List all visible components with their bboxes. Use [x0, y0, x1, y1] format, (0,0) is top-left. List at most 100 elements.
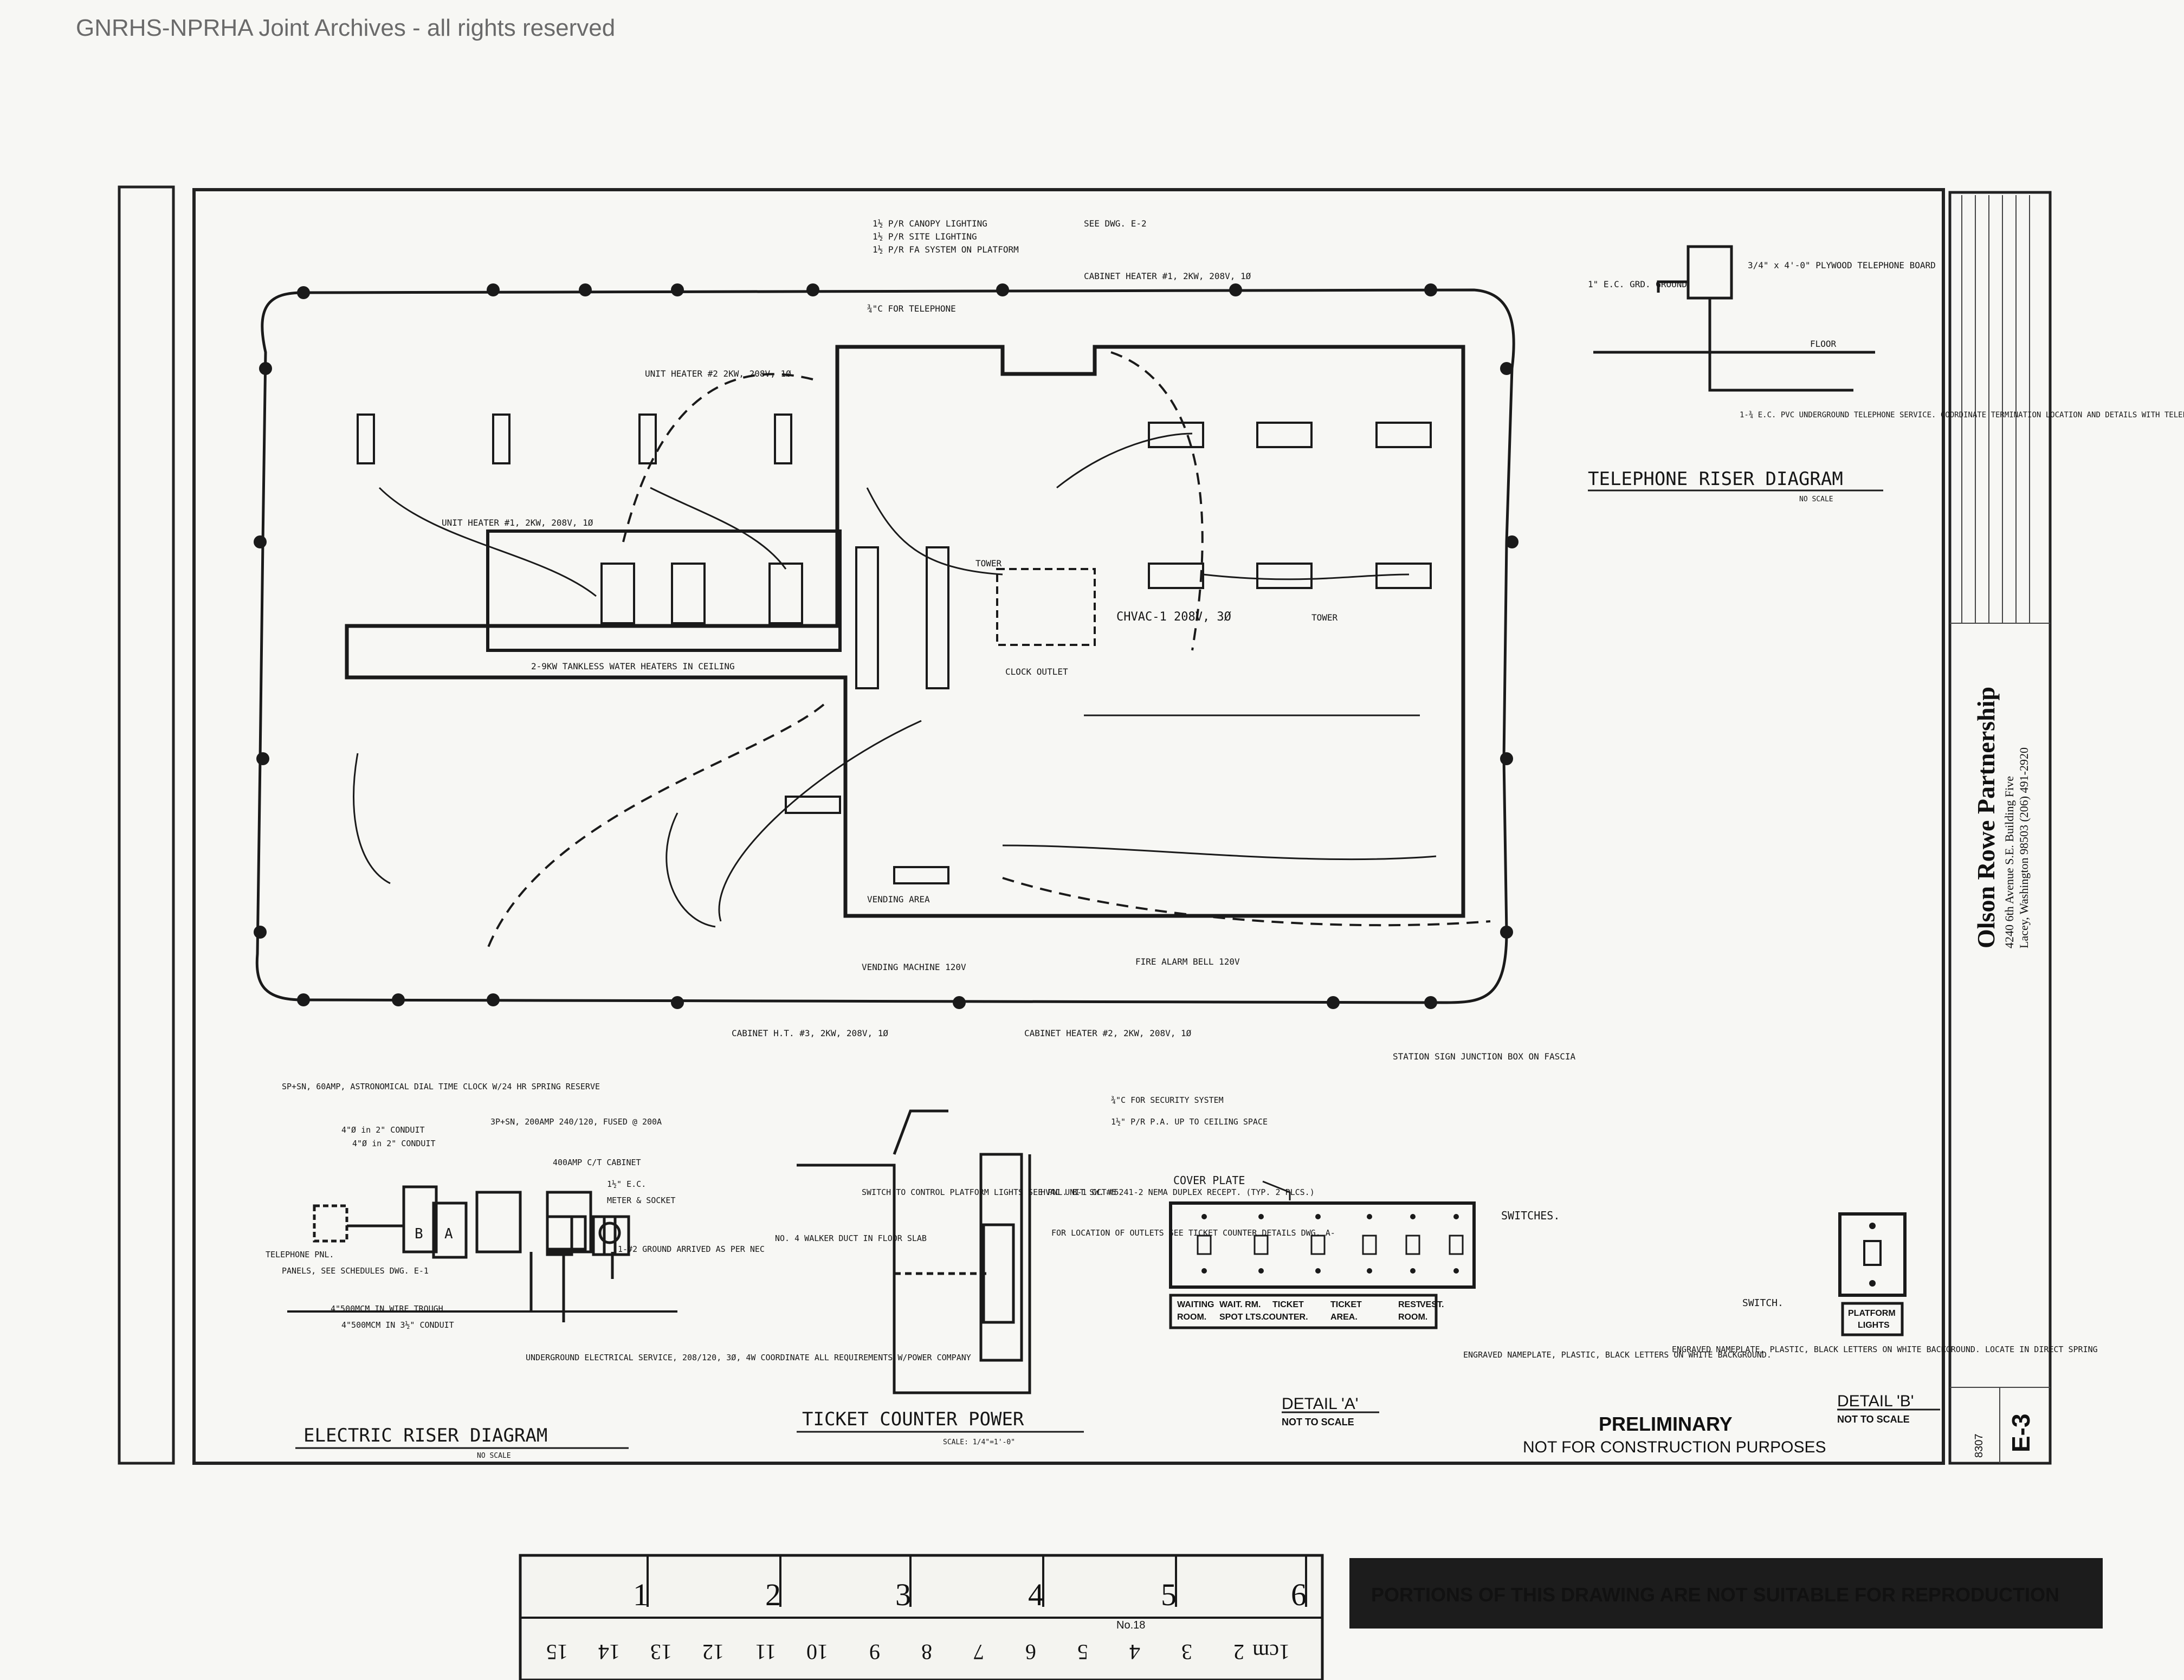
tcp-duct: NO. 4 WALKER DUCT IN FLOOR SLAB — [775, 1233, 927, 1243]
svg-text:1: 1 — [633, 1577, 649, 1612]
nameplate-label-4a: TICKET — [1330, 1300, 1362, 1309]
nameplate-label-1a: WAITING — [1177, 1300, 1214, 1309]
tel-floor-label: FLOOR — [1810, 339, 1837, 349]
tcp-switch: SWITCH TO CONTROL PLATFORM LIGHTS SEE PN… — [862, 1187, 1116, 1197]
nameplate-label-2a: WAIT. RM. — [1219, 1300, 1261, 1309]
measuring-ruler: 1 2 3 4 5 6 No.18 1cm 2 3 4 5 6 7 8 9 10… — [519, 1554, 1324, 1680]
single-switch-plate — [1838, 1212, 1907, 1297]
note-clock-outlet: CLOCK OUTLET — [1005, 667, 1068, 677]
detail-a-nameplate-note: ENGRAVED NAMEPLATE, PLASTIC, BLACK LETTE… — [1463, 1350, 1772, 1360]
left-margin-strip — [118, 185, 175, 1465]
tel-ground-note: 1" E.C. GRD. GROUND — [1588, 279, 1687, 289]
note-water-heaters: 2-9KW TANKLESS WATER HEATERS IN CEILING — [531, 661, 735, 671]
svg-text:9: 9 — [869, 1640, 880, 1664]
note-dwg-ref: SEE DWG. E-2 — [1084, 218, 1147, 229]
inch-ticks — [647, 1555, 1307, 1607]
detail-b-switch-label: SWITCH. — [1742, 1297, 1784, 1309]
svg-text:15: 15 — [546, 1640, 568, 1664]
nameplate-label-2b: SPOT LTS. — [1219, 1313, 1263, 1322]
er-panel-b: B — [415, 1226, 423, 1242]
building-walls — [345, 345, 1465, 918]
svg-text:2: 2 — [765, 1577, 781, 1612]
title-block-frame — [1948, 191, 2052, 1465]
tcp-hvac-unit: HVAC UNIT SW. #5241-2 NEMA DUPLEX RECEPT… — [1041, 1187, 1315, 1197]
nameplate-label-3b: COUNTER. — [1263, 1313, 1308, 1322]
preliminary-stamp: PRELIMINARY NOT FOR CONSTRUCTION PURPOSE… — [1523, 1413, 1826, 1456]
er-panels-note: PANELS, SEE SCHEDULES DWG. E-1 — [282, 1266, 429, 1276]
firm-address-1: 4240 6th Avenue S.E. Building Five — [2002, 776, 2016, 948]
detail-a-switch-plate: COVER PLATE SWITCHES. WAITING ROOM. WAIT… — [1169, 1174, 1772, 1427]
tel-service-note: 1-¾ E.C. PVC UNDERGROUND TELEPHONE SERVI… — [1740, 411, 2184, 419]
tcp-outlet-note: FOR LOCATION OF OUTLETS SEE TICKET COUNT… — [1051, 1228, 1335, 1238]
note-fa-system: 1½ P/R FA SYSTEM ON PLATFORM — [873, 244, 1019, 255]
er-conduit-2: 4"Ø in 2" CONDUIT — [352, 1139, 436, 1148]
svg-text:11: 11 — [755, 1640, 776, 1664]
firm-address-2: Lacey, Washington 98503 (206) 491-2920 — [2017, 747, 2031, 948]
sheet-number: E-3 — [2007, 1413, 2035, 1452]
ticket-counter-power: ¾"C FOR SECURITY SYSTEM 1½" P/R P.A. UP … — [775, 1095, 1335, 1446]
tcp-scale: SCALE: 1/4"=1'-0" — [943, 1438, 1015, 1446]
note-hvac: CHVAC-1 208V, 3Ø — [1116, 610, 1231, 624]
job-number: 8307 — [1973, 1434, 1985, 1458]
electric-riser-diagram: SP+SN, 60AMP, ASTRONOMICAL DIAL TIME CLO… — [266, 1082, 971, 1460]
telephone-panel-box — [313, 1204, 348, 1243]
tcp-pa: 1½" P/R P.A. UP TO CEILING SPACE — [1111, 1117, 1268, 1127]
nameplate-label-4b: AREA. — [1330, 1313, 1358, 1322]
er-title: ELECTRIC RISER DIAGRAM — [303, 1425, 547, 1446]
detail-a-title: DETAIL 'A' — [1282, 1395, 1359, 1413]
svg-text:6: 6 — [1025, 1640, 1036, 1664]
firm-name: Olson Rowe Partnership — [1972, 687, 2000, 948]
note-cabinet-heater-1: CABINET HEATER #1, 2KW, 208V, 1Ø — [1084, 271, 1251, 281]
note-telephone-conduit: ¾"C FOR TELEPHONE — [867, 303, 956, 314]
stamp-notice: NOT FOR CONSTRUCTION PURPOSES — [1523, 1438, 1826, 1456]
note-canopy-lighting: 1½ P/R CANOPY LIGHTING — [873, 218, 987, 229]
svg-text:5: 5 — [1161, 1577, 1177, 1612]
drawing-border — [192, 188, 1945, 1465]
toggle-switches — [1197, 1235, 1464, 1255]
detail-a-cover-plate: COVER PLATE — [1173, 1174, 1245, 1187]
restroom-core — [486, 529, 842, 652]
svg-text:1cm: 1cm — [1252, 1640, 1290, 1664]
er-time-clock: SP+SN, 60AMP, ASTRONOMICAL DIAL TIME CLO… — [282, 1082, 600, 1091]
note-cabinet-heater-3: CABINET H.T. #3, 2KW, 208V, 1Ø — [732, 1028, 888, 1038]
er-scale: NO SCALE — [477, 1452, 511, 1460]
svg-text:12: 12 — [702, 1640, 724, 1664]
stamp-preliminary: PRELIMINARY — [1599, 1413, 1733, 1435]
svg-text:14: 14 — [598, 1640, 620, 1664]
note-site-lighting: 1½ P/R SITE LIGHTING — [873, 231, 977, 242]
nameplate-label-5a: REST — [1398, 1300, 1421, 1309]
nameplate-strip — [1169, 1294, 1438, 1329]
telephone-board — [1687, 245, 1733, 300]
tel-riser-scale: NO SCALE — [1799, 495, 1833, 503]
er-conduit-1: 4"Ø in 2" CONDUIT — [341, 1125, 425, 1135]
svg-text:10: 10 — [806, 1640, 828, 1664]
note-cabinet-heater-2: CABINET HEATER #2, 2KW, 208V, 1Ø — [1024, 1028, 1192, 1038]
detail-b-title: DETAIL 'B' — [1837, 1392, 1914, 1410]
svg-text:13: 13 — [650, 1640, 672, 1664]
detail-a-switches-label: SWITCHES. — [1501, 1209, 1560, 1222]
note-vending-machine: VENDING MACHINE 120V — [862, 962, 966, 972]
tel-riser-title: TELEPHONE RISER DIAGRAM — [1588, 468, 1843, 490]
plan-callouts: 1½ P/R CANOPY LIGHTING 1½ P/R SITE LIGHT… — [442, 218, 1576, 1062]
svg-text:7: 7 — [973, 1640, 984, 1664]
tel-backboard-note: 3/4" x 4'-0" PLYWOOD TELEPHONE BOARD — [1748, 260, 1936, 270]
branch-circuits — [353, 432, 1437, 928]
er-main-switch: 3P+SN, 200AMP 240/120, FUSED @ 200A — [490, 1117, 662, 1127]
er-telephone-pnl: TELEPHONE PNL. — [266, 1250, 334, 1259]
note-unit-heater-2: UNIT HEATER #2 2KW, 208V, 1Ø — [645, 369, 791, 379]
telephone-riser-diagram: 3/4" x 4'-0" PLYWOOD TELEPHONE BOARD 1" … — [1588, 245, 2184, 503]
counter-wall — [797, 1154, 1031, 1394]
tcp-title: TICKET COUNTER POWER — [802, 1408, 1024, 1430]
archive-watermark: GNRHS-NPRHA Joint Archives - all rights … — [76, 15, 615, 41]
light-fixtures — [357, 413, 1432, 884]
er-ground: 1-#2 GROUND ARRIVED AS PER NEC — [618, 1244, 765, 1254]
title-block: Olson Rowe Partnership 4240 6th Avenue S… — [1972, 687, 2035, 1458]
cm-labels: 1cm 2 3 4 5 6 7 8 9 10 11 12 13 14 15 — [546, 1640, 1290, 1664]
er-feeder-1: 4"500MCM IN WIRE TROUGH — [331, 1304, 443, 1314]
er-ct-cabinet: 400AMP C/T CABINET — [553, 1158, 641, 1167]
er-meter: METER & SOCKET — [607, 1196, 675, 1205]
archive-notice-text: PORTIONS OF THIS DRAWING ARE NOT SUITABL… — [1371, 1584, 2059, 1606]
nameplate-label-1b: ROOM. — [1177, 1313, 1206, 1322]
er-utility-note: UNDERGROUND ELECTRICAL SERVICE, 208/120,… — [526, 1353, 971, 1362]
